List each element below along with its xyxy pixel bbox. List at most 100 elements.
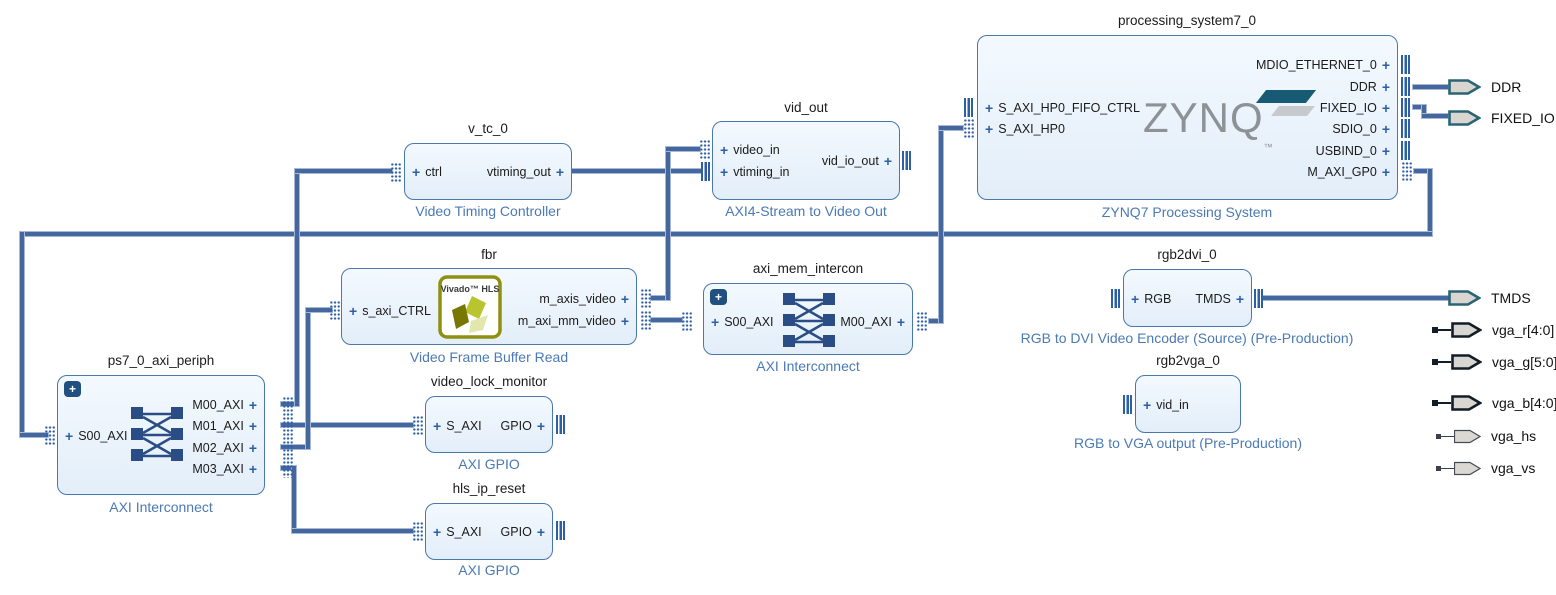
port-m03-axi[interactable]: M03_AXI (192, 460, 257, 478)
port-expand-icon[interactable] (897, 315, 905, 329)
port-expand-icon[interactable] (1382, 58, 1390, 72)
port-vtiming-in[interactable]: vtiming_in (720, 163, 789, 181)
port-m00-axi[interactable]: M00_AXI (192, 396, 257, 414)
ip-block-video-lock-monitor[interactable]: S_AXI GPIO (425, 396, 553, 453)
port-expand-icon[interactable] (720, 165, 728, 179)
port-s00-axi[interactable]: S00_AXI (65, 427, 127, 445)
port-expand-icon[interactable] (537, 419, 545, 433)
block-expand-button[interactable] (710, 289, 727, 305)
port-expand-icon[interactable] (1382, 165, 1390, 179)
port-expand-icon[interactable] (1382, 144, 1390, 158)
port-expand-icon[interactable] (433, 525, 441, 539)
port-expand-icon[interactable] (884, 154, 892, 168)
external-port-vga-vs[interactable]: vga_vs (1436, 460, 1535, 476)
port-ctrl[interactable]: ctrl (412, 163, 442, 181)
wire-fixed-io[interactable] (1413, 105, 1426, 109)
wire-m02-axi[interactable] (281, 445, 310, 449)
port-expand-icon[interactable] (249, 462, 257, 476)
ip-block-ps7-0-axi-periph[interactable]: S00_AXI M00_AXI M01_AXI M02_AXI M03_AXI (57, 375, 265, 495)
ip-block-vid-out[interactable]: video_in vtiming_in vid_io_out (712, 121, 900, 200)
external-port-vga-hs[interactable]: vga_hs (1436, 428, 1536, 444)
wire-m02-axi[interactable] (306, 308, 310, 449)
port-ddr[interactable]: DDR (1350, 78, 1390, 96)
wire-fixed-io[interactable] (1422, 114, 1448, 118)
port-s00-axi[interactable]: S00_AXI (711, 313, 773, 331)
port-s-axi-hp0-fifo-ctrl[interactable]: S_AXI_HP0_FIFO_CTRL (985, 99, 1140, 117)
external-port-vga-b[interactable]: vga_b[4:0] (1432, 394, 1556, 412)
port-vid-in[interactable]: vid_in (1143, 396, 1189, 414)
wire-s-axi-hp0[interactable] (939, 126, 943, 323)
port-usbind-0[interactable]: USBIND_0 (1316, 142, 1390, 160)
port-expand-icon[interactable] (985, 122, 993, 136)
port-s-axi[interactable]: S_AXI (433, 523, 481, 541)
port-video-in[interactable]: video_in (720, 141, 780, 159)
wire-m-axis-video[interactable] (666, 147, 670, 300)
ip-block-processing-system7-0[interactable]: S_AXI_HP0_FIFO_CTRL S_AXI_HP0 MDIO_ETHER… (977, 35, 1398, 200)
port-expand-icon[interactable] (349, 304, 357, 318)
port-tmds[interactable]: TMDS (1195, 290, 1244, 308)
wire-m00-axi[interactable] (295, 169, 392, 173)
wire-ddr[interactable] (1413, 85, 1448, 89)
port-expand-icon[interactable] (1382, 101, 1390, 115)
port-m01-axi[interactable]: M01_AXI (192, 417, 257, 435)
port-s-axi-hp0[interactable]: S_AXI_HP0 (985, 120, 1065, 138)
port-expand-icon[interactable] (249, 419, 257, 433)
external-port-fixed-io[interactable]: FIXED_IO (1448, 109, 1555, 127)
port-expand-icon[interactable] (1382, 122, 1390, 136)
port-expand-icon[interactable] (1236, 292, 1244, 306)
wire-m-axis-video[interactable] (666, 147, 700, 151)
port-expand-icon[interactable] (711, 315, 719, 329)
ip-block-rgb2dvi-0[interactable]: RGB TMDS (1123, 269, 1252, 327)
port-expand-icon[interactable] (537, 525, 545, 539)
port-expand-icon[interactable] (412, 165, 420, 179)
wire-m-axi-gp0[interactable] (20, 232, 24, 437)
wire-m-axis-video[interactable] (651, 296, 670, 300)
wire-m03-axi[interactable] (292, 529, 413, 533)
ip-block-fbr[interactable]: s_axi_CTRL m_axis_video m_axi_mm_video V… (341, 268, 637, 345)
block-expand-button[interactable] (64, 381, 81, 397)
ip-block-rgb2vga-0[interactable]: vid_in (1135, 375, 1241, 433)
port-m02-axi[interactable]: M02_AXI (192, 439, 257, 457)
external-port-tmds[interactable]: TMDS (1448, 289, 1531, 307)
port-m-axi-mm-video[interactable]: m_axi_mm_video (518, 312, 629, 330)
external-port-vga-r[interactable]: vga_r[4:0] (1432, 321, 1554, 339)
port-expand-icon[interactable] (720, 143, 728, 157)
port-expand-icon[interactable] (1143, 398, 1151, 412)
port-expand-icon[interactable] (249, 441, 257, 455)
port-mdio-ethernet-0[interactable]: MDIO_ETHERNET_0 (1256, 56, 1390, 74)
port-expand-icon[interactable] (621, 292, 629, 306)
ip-block-v-tc-0[interactable]: ctrl vtiming_out (404, 143, 572, 200)
port-vid-io-out[interactable]: vid_io_out (822, 152, 892, 170)
port-expand-icon[interactable] (1382, 80, 1390, 94)
wire-vtiming[interactable] (567, 169, 701, 173)
port-expand-icon[interactable] (433, 419, 441, 433)
port-sdio-0[interactable]: SDIO_0 (1332, 120, 1390, 138)
port-expand-icon[interactable] (556, 165, 564, 179)
wire-m02-axi[interactable] (306, 308, 332, 312)
port-gpio[interactable]: GPIO (501, 417, 545, 435)
port-vtiming-out[interactable]: vtiming_out (487, 163, 564, 181)
wire-m01-axi[interactable] (281, 423, 413, 427)
port-expand-icon[interactable] (985, 101, 993, 115)
port-s-axi-ctrl[interactable]: s_axi_CTRL (349, 302, 431, 320)
wire-m-axi-gp0[interactable] (1414, 169, 1432, 173)
wire-m-axi-gp0[interactable] (20, 433, 48, 437)
port-fixed-io[interactable]: FIXED_IO (1320, 99, 1390, 117)
port-m-axis-video[interactable]: m_axis_video (539, 290, 629, 308)
wire-s-axi-hp0[interactable] (929, 319, 943, 323)
ip-block-axi-mem-intercon[interactable]: S00_AXI M00_AXI (703, 283, 913, 355)
external-port-ddr[interactable]: DDR (1448, 78, 1521, 96)
wire-m03-axi[interactable] (292, 466, 296, 533)
wire-m-axi-gp0[interactable] (1428, 169, 1432, 236)
port-gpio[interactable]: GPIO (501, 523, 545, 541)
port-expand-icon[interactable] (1131, 292, 1139, 306)
wire-m-axi-mm-video[interactable] (651, 318, 682, 322)
port-expand-icon[interactable] (621, 314, 629, 328)
wire-m-axi-gp0[interactable] (20, 232, 1432, 236)
port-m00-axi[interactable]: M00_AXI (840, 313, 905, 331)
wire-m00-axi[interactable] (295, 169, 299, 406)
port-expand-icon[interactable] (249, 398, 257, 412)
port-m-axi-gp0[interactable]: M_AXI_GP0 (1307, 163, 1390, 181)
port-s-axi[interactable]: S_AXI (433, 417, 481, 435)
